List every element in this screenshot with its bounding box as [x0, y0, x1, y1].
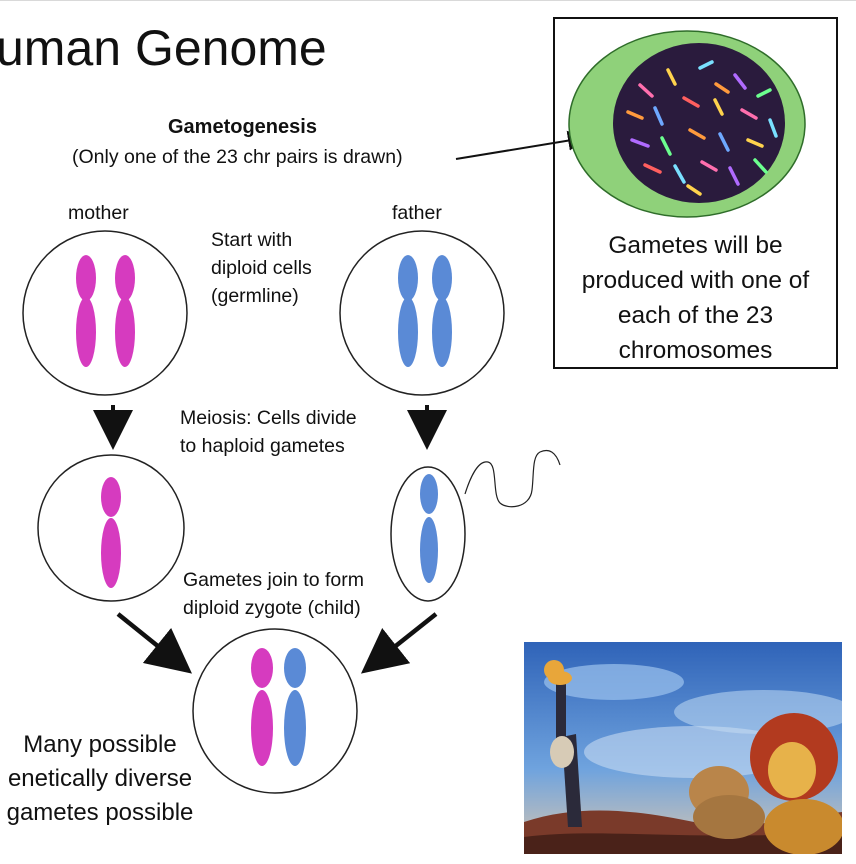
- mother-diploid-cell: [22, 230, 188, 396]
- diagram-subheading: (Only one of the 23 chr pairs is drawn): [72, 146, 403, 168]
- zygote-label: Gametes join to form diploid zygote (chi…: [183, 569, 364, 619]
- diversity-note: Many possible enetically diverse gametes…: [6, 731, 194, 826]
- egg-to-zygote-arrow: [116, 612, 193, 674]
- paternal-chromosome-1: [398, 255, 418, 367]
- gamete-illustration: [568, 30, 806, 218]
- sperm-cell: [390, 449, 561, 602]
- diagram-heading: Gametogenesis: [168, 116, 317, 138]
- slide-title: uman Genome: [0, 20, 327, 76]
- callout-text: Gametes will be produced with one of eac…: [581, 232, 810, 364]
- zygote-cell: [192, 628, 358, 794]
- sperm-tail: [464, 449, 561, 508]
- father-label: father: [392, 202, 442, 224]
- lion-king-scene-image: [524, 642, 842, 854]
- zygote-maternal-chromosome: [251, 648, 273, 766]
- sperm-to-zygote-arrow: [360, 612, 438, 674]
- zygote-paternal-chromosome: [284, 648, 306, 766]
- start-diploid-label: Start with diploid cells (germline): [211, 229, 312, 307]
- callout-pointer-arrow: [455, 130, 588, 160]
- mother-label: mother: [68, 202, 129, 224]
- paternal-chromosome-2: [432, 255, 452, 367]
- scattered-chromosomes: [626, 60, 778, 196]
- meiosis-label: Meiosis: Cells divide to haploid gametes: [180, 407, 357, 457]
- top-divider: [0, 0, 856, 1]
- callout-box: [553, 17, 838, 369]
- maternal-chromosome-1: [76, 255, 96, 367]
- maternal-chromosome-2: [115, 255, 135, 367]
- father-diploid-cell: [339, 230, 505, 396]
- egg-cell: [37, 454, 185, 602]
